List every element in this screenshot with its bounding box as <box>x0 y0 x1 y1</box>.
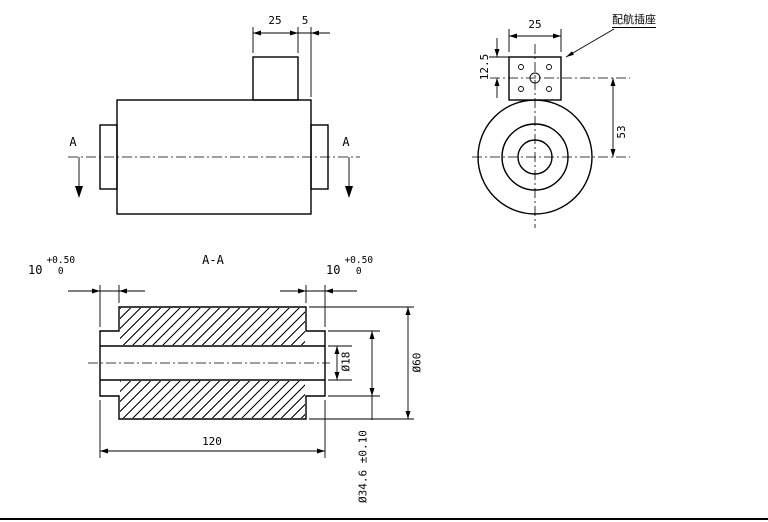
arrowhead <box>405 411 411 419</box>
dim-left-step: 10 +0.50 0 <box>28 255 75 277</box>
left-spigot-outline <box>99 124 118 190</box>
arrowhead <box>298 288 306 294</box>
right-spigot-outline <box>310 124 329 190</box>
arrowhead <box>369 331 375 339</box>
dim-block-width-label: 25 <box>528 18 542 31</box>
arrowhead <box>610 78 616 86</box>
arrowhead <box>509 33 517 39</box>
connector-box-outline <box>252 56 299 101</box>
tolerance-upper: +0.50 <box>344 255 374 266</box>
section-view <box>68 285 414 458</box>
callout-leader-arrowhead <box>566 51 574 57</box>
section-hatch-bottom <box>120 381 305 418</box>
section-profile-outline <box>99 306 326 420</box>
tolerance-upper: +0.50 <box>46 255 76 266</box>
arrowhead <box>119 288 127 294</box>
connector-callout-label: 配航插座 <box>612 13 656 28</box>
arrowhead <box>405 307 411 315</box>
dim-box-offset-label: 5 <box>301 14 309 27</box>
arrowhead <box>92 288 100 294</box>
dim-left-step-tolerance: +0.50 0 <box>46 255 75 277</box>
section-hatch-top <box>120 308 305 345</box>
dim-right-step-nominal: 10 <box>326 263 341 277</box>
connector-hole <box>546 86 552 92</box>
section-arrow-label-right: A <box>342 135 350 149</box>
arrowhead <box>311 30 319 36</box>
section-arrow-left-head <box>75 186 83 198</box>
arrowhead <box>494 49 500 57</box>
arrowhead <box>100 448 108 454</box>
section-title: A-A <box>202 253 224 267</box>
dim-center-distance-label: 53 <box>615 125 628 139</box>
dim-hole-offset-label: 12.5 <box>478 53 491 81</box>
connector-hole <box>546 64 552 70</box>
connector-hole <box>518 64 524 70</box>
dim-left-step-nominal: 10 <box>28 263 43 277</box>
arrowhead <box>494 78 500 86</box>
section-arrow-label-left: A <box>69 135 77 149</box>
end-view <box>472 28 630 228</box>
connector-hole <box>518 86 524 92</box>
dim-box-width-label: 25 <box>268 14 282 27</box>
arrowhead <box>369 388 375 396</box>
arrowhead <box>317 448 325 454</box>
arrowhead <box>334 346 340 354</box>
callout-leader-line <box>565 28 615 58</box>
arrowhead <box>553 33 561 39</box>
arrowhead <box>253 30 261 36</box>
dim-step-dia-label: Ø34.6 ±0.10 <box>356 430 370 503</box>
dim-right-step-tolerance: +0.50 0 <box>344 255 373 277</box>
arrowhead <box>290 30 298 36</box>
arrowhead <box>610 149 616 157</box>
arrowhead <box>325 288 333 294</box>
dim-bore-dia-label: Ø18 <box>339 351 353 372</box>
side-view <box>68 27 360 215</box>
dim-right-step: 10 +0.50 0 <box>326 255 373 277</box>
section-arrow-right-head <box>345 186 353 198</box>
tolerance-lower: 0 <box>355 266 362 277</box>
connector-center-hole <box>529 72 541 84</box>
dim-outer-dia-label: Ø60 <box>410 352 424 373</box>
tolerance-lower: 0 <box>57 266 64 277</box>
dim-length-label: 120 <box>202 435 222 448</box>
arrowhead <box>334 372 340 380</box>
